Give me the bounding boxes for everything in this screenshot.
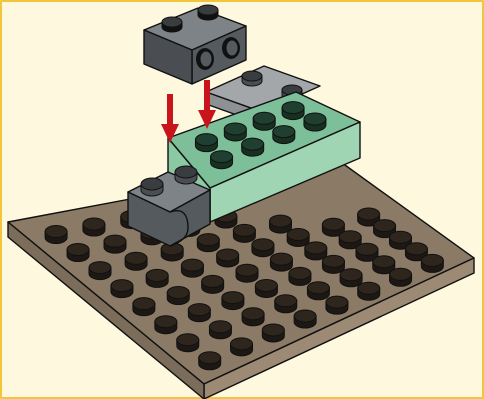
baseplate-stud-icon	[322, 255, 344, 273]
baseplate-stud-icon	[358, 282, 380, 300]
baseplate-stud-icon	[255, 280, 277, 298]
baseplate-stud-icon	[270, 253, 292, 271]
baseplate-stud-icon	[252, 239, 274, 257]
green-stud-icon	[253, 112, 275, 130]
gray-stud-icon	[175, 166, 197, 184]
green-stud-icon	[195, 134, 217, 152]
green-stud-icon	[282, 102, 304, 120]
baseplate-stud-icon	[67, 244, 89, 262]
green-stud-icon	[211, 151, 233, 169]
baseplate-stud-icon	[155, 316, 177, 334]
gray-stud-icon	[141, 178, 163, 196]
baseplate-stud-icon	[197, 234, 219, 252]
baseplate-stud-icon	[236, 264, 258, 282]
baseplate-stud-icon	[275, 295, 297, 313]
baseplate-stud-icon	[262, 324, 284, 342]
baseplate-stud-icon	[181, 259, 203, 277]
baseplate-stud-icon	[146, 269, 168, 287]
baseplate-stud-icon	[269, 215, 291, 233]
baseplate-stud-icon	[188, 304, 210, 322]
pin-hole-inner	[226, 40, 238, 56]
baseplate-stud-icon	[287, 229, 309, 247]
baseplate-stud-icon	[217, 249, 239, 267]
technic-stud-icon	[162, 17, 182, 32]
baseplate-stud-icon	[104, 235, 126, 253]
baseplate-stud-icon	[89, 262, 111, 280]
baseplate-stud-icon	[202, 275, 224, 293]
baseplate-stud-icon	[289, 267, 311, 285]
baseplate-stud-icon	[83, 218, 105, 236]
green-stud-icon	[304, 113, 326, 131]
baseplate-stud-icon	[390, 268, 412, 286]
baseplate-stud-icon	[45, 226, 67, 244]
baseplate-stud-icon	[167, 287, 189, 305]
baseplate-stud-icon	[242, 308, 264, 326]
baseplate-stud-icon	[305, 242, 327, 260]
baseplate-stud-icon	[209, 321, 231, 339]
light-gray-stud-icon	[242, 71, 262, 86]
technic-stud-icon	[198, 5, 218, 20]
baseplate-stud-icon	[177, 334, 199, 352]
baseplate-stud-icon	[294, 310, 316, 328]
green-stud-icon	[224, 123, 246, 141]
baseplate-stud-icon	[307, 282, 329, 300]
green-stud-icon	[242, 138, 264, 156]
baseplate-stud-icon	[233, 224, 255, 242]
pin-hole-inner	[200, 51, 212, 67]
baseplate-stud-icon	[231, 338, 253, 356]
baseplate-stud-icon	[199, 352, 221, 370]
baseplate-stud-icon	[111, 280, 133, 298]
baseplate-stud-icon	[125, 252, 147, 270]
baseplate-stud-icon	[326, 296, 348, 314]
baseplate-stud-icon	[133, 298, 155, 316]
baseplate-stud-icon	[340, 269, 362, 287]
baseplate-stud-icon	[421, 254, 443, 272]
baseplate-stud-icon	[222, 292, 244, 310]
green-stud-icon	[273, 126, 295, 144]
